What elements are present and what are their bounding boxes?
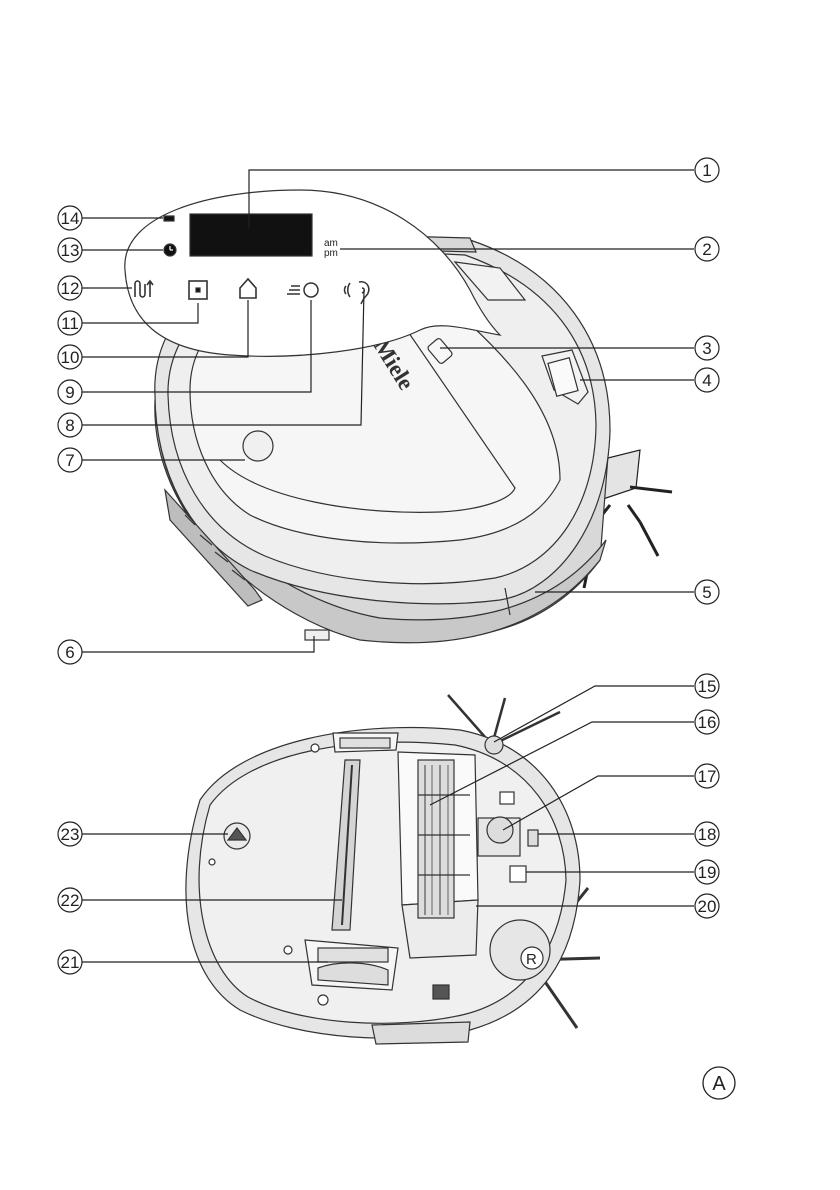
callout-19: 19 bbox=[695, 860, 719, 884]
callout-number: 21 bbox=[61, 953, 80, 972]
callout-17: 17 bbox=[695, 764, 719, 788]
figure-label: A bbox=[703, 1067, 735, 1099]
callout-14: 14 bbox=[58, 206, 82, 230]
callout-12: 12 bbox=[58, 276, 82, 300]
stop-icon bbox=[189, 281, 207, 299]
callout-number: 3 bbox=[702, 339, 711, 358]
front-wheel bbox=[224, 823, 250, 849]
figure-label-text: A bbox=[712, 1073, 726, 1095]
callout-6: 6 bbox=[58, 640, 82, 664]
rear-roller bbox=[305, 940, 398, 990]
callout-number: 12 bbox=[61, 279, 80, 298]
clock-icon bbox=[164, 244, 176, 256]
callout-number: 6 bbox=[65, 643, 74, 662]
callout-number: 22 bbox=[61, 891, 80, 910]
callout-16: 16 bbox=[695, 710, 719, 734]
callout-9: 9 bbox=[58, 380, 82, 404]
callout-number: 7 bbox=[65, 451, 74, 470]
callout-number: 20 bbox=[698, 897, 717, 916]
callout-number: 18 bbox=[698, 825, 717, 844]
callout-5: 5 bbox=[695, 580, 719, 604]
battery-compartment bbox=[478, 817, 520, 856]
callout-number: 8 bbox=[65, 416, 74, 435]
charging-port bbox=[305, 630, 329, 640]
callout-1: 1 bbox=[695, 158, 719, 182]
front-roller bbox=[333, 733, 398, 752]
side-brush-hub: R bbox=[490, 920, 550, 980]
side-brush-mark: R bbox=[526, 951, 537, 968]
callout-10: 10 bbox=[58, 345, 82, 369]
callout-number: 1 bbox=[702, 161, 711, 180]
lcd-display bbox=[190, 214, 312, 256]
callout-23: 23 bbox=[58, 822, 82, 846]
callout-18: 18 bbox=[695, 822, 719, 846]
callout-20: 20 bbox=[695, 894, 719, 918]
callout-11: 11 bbox=[58, 311, 82, 335]
callout-3: 3 bbox=[695, 336, 719, 360]
callout-number: 15 bbox=[698, 677, 717, 696]
callout-7: 7 bbox=[58, 448, 82, 472]
robot-bottom-view: R bbox=[186, 695, 600, 1044]
callout-21: 21 bbox=[58, 950, 82, 974]
callout-number: 10 bbox=[61, 348, 80, 367]
callout-13: 13 bbox=[58, 238, 82, 262]
callout-number: 23 bbox=[61, 825, 80, 844]
callout-2: 2 bbox=[695, 237, 719, 261]
callout-number: 2 bbox=[702, 240, 711, 259]
callout-number: 11 bbox=[61, 314, 79, 333]
callout-4: 4 bbox=[695, 368, 719, 392]
indicator-bar bbox=[164, 216, 174, 221]
callout-15: 15 bbox=[695, 674, 719, 698]
callout-number: 13 bbox=[61, 241, 80, 260]
callout-number: 19 bbox=[698, 863, 717, 882]
callout-number: 4 bbox=[702, 371, 711, 390]
contact-18 bbox=[528, 830, 538, 846]
callout-number: 17 bbox=[698, 767, 717, 786]
callout-number: 16 bbox=[698, 713, 717, 732]
callout-number: 9 bbox=[65, 383, 74, 402]
callout-22: 22 bbox=[58, 888, 82, 912]
start-button bbox=[243, 431, 273, 461]
callout-number: 14 bbox=[61, 209, 80, 228]
floor-sensor-2 bbox=[510, 866, 526, 882]
callout-8: 8 bbox=[58, 413, 82, 437]
callout-number: 5 bbox=[702, 583, 711, 602]
floor-sensor bbox=[500, 792, 514, 804]
pm-label: pm bbox=[324, 248, 338, 259]
